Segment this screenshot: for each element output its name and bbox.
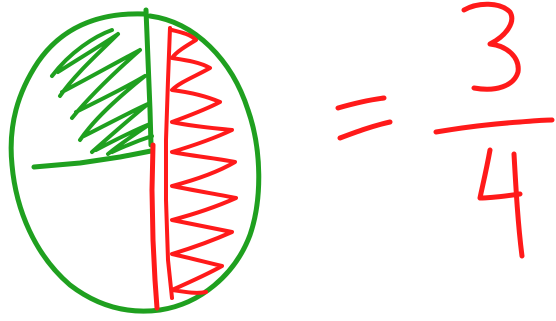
red-vertical-divider (152, 145, 157, 308)
red-shading-edge (166, 28, 172, 298)
fraction-bar (436, 120, 552, 132)
numerator-digit (464, 4, 518, 89)
green-shading (52, 30, 152, 154)
equals-sign (338, 98, 390, 138)
denominator-digit (480, 150, 522, 256)
